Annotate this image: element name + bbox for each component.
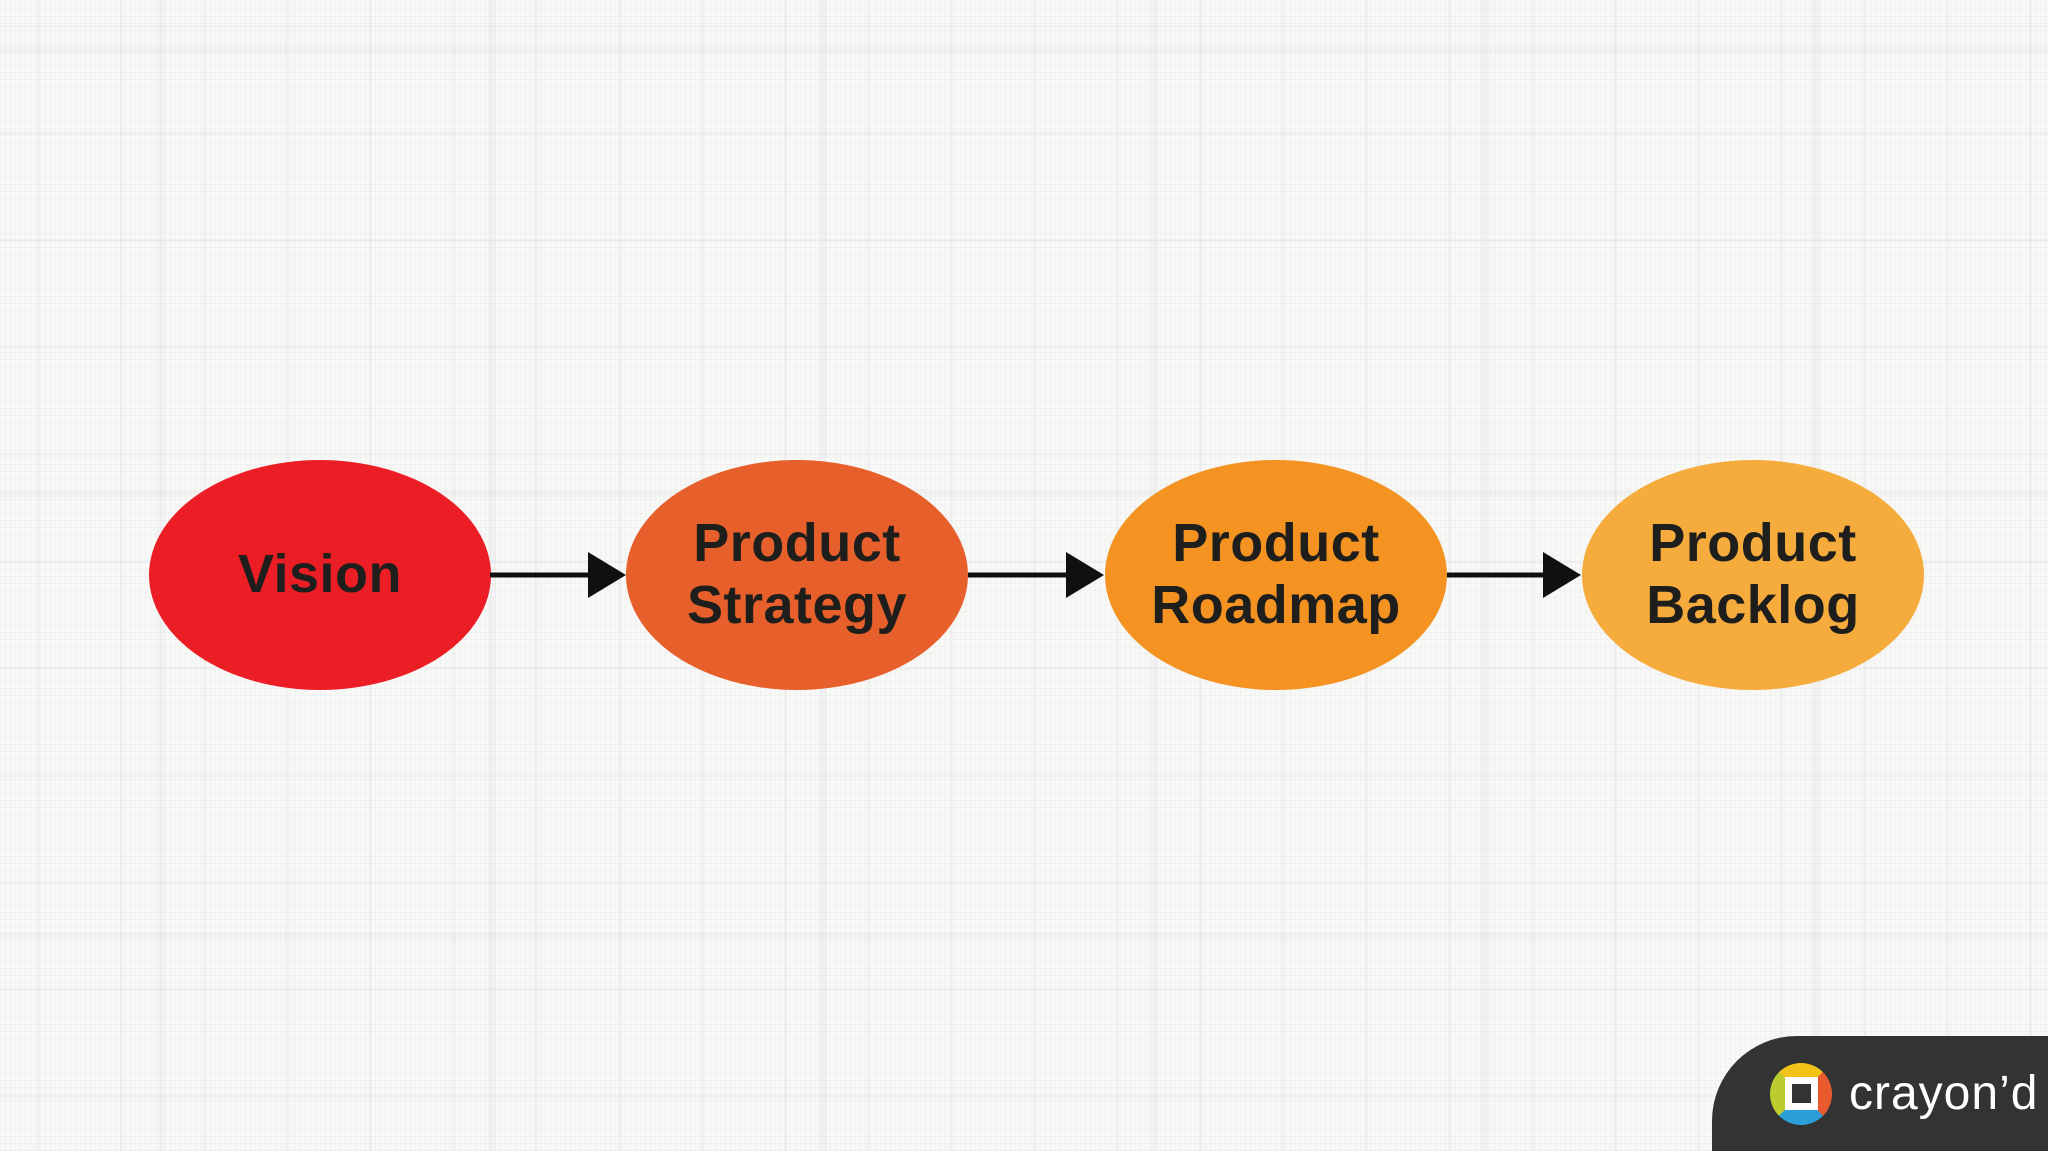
flow-arrow-2	[968, 552, 1104, 598]
flow-node-vision: Vision	[149, 460, 491, 690]
arrow-head-icon	[1543, 552, 1581, 598]
arrow-head-icon	[588, 552, 626, 598]
flow-node-label: Vision	[237, 544, 403, 605]
flow-node-label: Product Backlog	[1646, 513, 1860, 635]
flow-node-product-backlog: Product Backlog	[1582, 460, 1924, 690]
flow-node-product-strategy: Product Strategy	[626, 460, 968, 690]
crayond-brand-box: crayon’d	[1712, 1036, 2048, 1151]
crayond-logo-text: crayon’d	[1849, 1067, 2039, 1120]
crayond-logo-icon	[1770, 1062, 1832, 1125]
flow-node-label: Product Roadmap	[1151, 513, 1401, 635]
flow-node-label: Product Strategy	[686, 513, 908, 635]
flow-arrow-1	[490, 552, 626, 598]
logo-aperture-square-inner	[1791, 1084, 1811, 1103]
flow-arrow-3	[1447, 552, 1581, 598]
logo-aperture-square	[1784, 1077, 1818, 1110]
arrow-line	[968, 572, 1074, 578]
flow-node-product-roadmap: Product Roadmap	[1105, 460, 1447, 690]
arrow-head-icon	[1066, 552, 1104, 598]
arrow-line	[1447, 572, 1551, 578]
arrow-line	[490, 572, 596, 578]
